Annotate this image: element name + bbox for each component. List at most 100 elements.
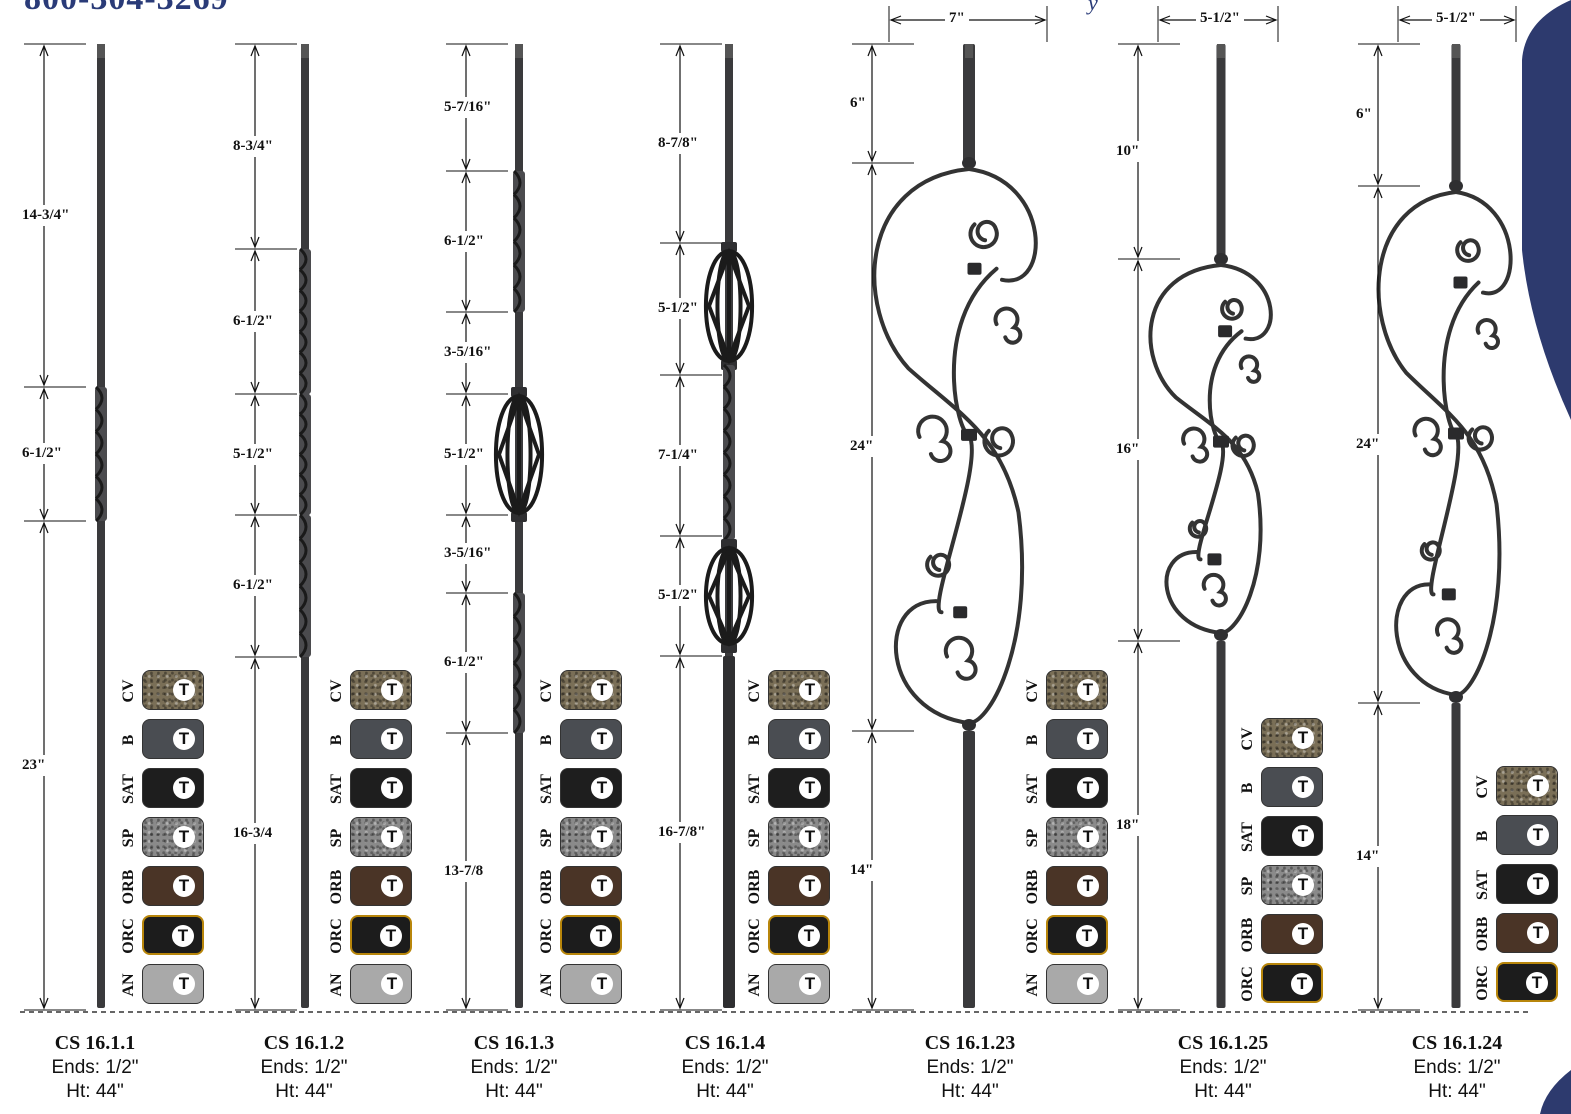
finish-swatch-sat[interactable]: SAT T	[118, 768, 258, 810]
arrow-down	[250, 381, 260, 394]
finish-swatch-orc[interactable]: ORC T	[1237, 963, 1377, 1005]
finish-swatch-orc[interactable]: ORC T	[1472, 962, 1571, 1004]
scroll-collar	[1218, 325, 1233, 338]
segment-dimension-label: 23"	[22, 754, 46, 776]
finish-swatch-sp[interactable]: SP T	[1237, 865, 1377, 907]
finish-swatch-b[interactable]: B T	[326, 719, 466, 761]
model-number: CS 16.1.4	[684, 1032, 766, 1054]
finish-swatch-sp[interactable]: SP T	[744, 817, 884, 859]
basket-strand	[715, 249, 731, 363]
finish-swatch-an[interactable]: AN T	[1022, 964, 1162, 1006]
finish-code-text: CV	[120, 679, 137, 703]
arrow-down	[461, 299, 471, 312]
finish-code: ORB	[1472, 913, 1494, 955]
segment-dimension-label: 6-1/2"	[444, 652, 484, 673]
basket-cage	[706, 544, 752, 648]
finish-code: ORB	[118, 866, 140, 908]
finish-code-text: AN	[120, 973, 137, 997]
top-tenon	[1217, 44, 1225, 58]
collar	[721, 539, 737, 549]
t-badge: T	[591, 973, 613, 995]
arrow-down	[1133, 246, 1143, 259]
finish-code: SP	[744, 817, 766, 859]
finish-color-chip: T	[1261, 767, 1323, 807]
finish-swatch-an[interactable]: AN T	[326, 964, 466, 1006]
finish-swatch-orb[interactable]: ORB T	[1472, 913, 1571, 955]
finish-swatch-sp[interactable]: SP T	[536, 817, 676, 859]
finish-swatch-orc[interactable]: ORC T	[744, 915, 884, 957]
finish-swatch-b[interactable]: B T	[1237, 767, 1377, 809]
finish-swatch-an[interactable]: AN T	[744, 964, 884, 1006]
segment-dimension-label: 13-7/8	[444, 860, 484, 882]
finish-swatch-orc[interactable]: ORC T	[326, 915, 466, 957]
finish-swatch-an[interactable]: AN T	[536, 964, 676, 1006]
finish-swatch-cv[interactable]: CV T	[1022, 670, 1162, 712]
finish-swatch-sat[interactable]: SAT T	[326, 768, 466, 810]
finish-swatch-sp[interactable]: SP T	[326, 817, 466, 859]
scroll-curl	[1220, 297, 1244, 321]
segment-dimension-label: 5-7/16"	[444, 96, 492, 118]
finish-swatch-sat[interactable]: SAT T	[744, 768, 884, 810]
finish-swatch-orb[interactable]: ORB T	[326, 866, 466, 908]
scroll-curl	[1455, 238, 1481, 263]
finish-swatch-cv[interactable]: CV T	[1237, 718, 1377, 760]
baluster-4	[660, 43, 754, 1011]
finish-swatch-sat[interactable]: SAT T	[1472, 864, 1571, 906]
scroll-curl	[993, 306, 1023, 345]
finish-code-text: SAT	[1474, 870, 1491, 900]
segment-dimension-label: 6-1/2"	[233, 575, 273, 596]
scroll-curl	[1181, 426, 1210, 464]
finish-swatch-b[interactable]: B T	[744, 719, 884, 761]
finish-swatch-sat[interactable]: SAT T	[536, 768, 676, 810]
finish-swatch-orc[interactable]: ORC T	[1022, 915, 1162, 957]
finish-code-text: B	[328, 734, 345, 746]
finish-swatch-orb[interactable]: ORB T	[1237, 914, 1377, 956]
finish-swatch-sp[interactable]: SP T	[118, 817, 258, 859]
t-badge: T	[1077, 777, 1099, 799]
width-dimension-label: 5-1/2"	[1432, 10, 1480, 27]
bead	[1214, 629, 1228, 641]
finish-code-text: ORC	[1474, 965, 1491, 1001]
scroll-curl	[1435, 617, 1464, 655]
twist-ridge	[298, 513, 308, 659]
finish-swatch-sp[interactable]: SP T	[1022, 817, 1162, 859]
finish-swatch-b[interactable]: B T	[1472, 815, 1571, 857]
finish-color-chip: T	[768, 817, 830, 857]
baluster-caption: CS 16.1.3 Ends: 1/2" Ht: 44"	[414, 1030, 614, 1104]
finish-swatch-cv[interactable]: CV T	[1472, 766, 1571, 808]
finish-swatch-cv[interactable]: CV T	[744, 670, 884, 712]
finish-code-text: B	[538, 734, 555, 746]
finish-code-text: B	[1474, 830, 1491, 842]
finish-swatch-cv[interactable]: CV T	[326, 670, 466, 712]
t-badge: T	[590, 925, 612, 947]
t-badge: T	[1077, 679, 1099, 701]
model-number: CS 16.1.24	[1411, 1032, 1503, 1054]
finish-swatch-an[interactable]: AN T	[118, 964, 258, 1006]
finish-swatch-orb[interactable]: ORB T	[744, 866, 884, 908]
finish-swatch-orc[interactable]: ORC T	[118, 915, 258, 957]
finish-swatch-cv[interactable]: CV T	[536, 670, 676, 712]
finish-swatch-orb[interactable]: ORB T	[1022, 866, 1162, 908]
finish-swatch-b[interactable]: B T	[536, 719, 676, 761]
t-badge: T	[381, 826, 403, 848]
model-number: CS 16.1.1	[54, 1032, 136, 1054]
segment-dimension-label: 5-1/2"	[233, 443, 273, 465]
segment-dimension-label: 14"	[850, 859, 874, 881]
finish-swatch-orb[interactable]: ORB T	[118, 866, 258, 908]
finish-swatch-cv[interactable]: CV T	[118, 670, 258, 712]
header-tagline-fragment: y	[1088, 0, 1098, 15]
finish-swatch-b[interactable]: B T	[1022, 719, 1162, 761]
basket-strand	[704, 546, 730, 646]
arrow-down	[39, 508, 49, 521]
finish-swatch-orb[interactable]: ORB T	[536, 866, 676, 908]
basket-strand	[505, 394, 521, 515]
finish-swatch-b[interactable]: B T	[118, 719, 258, 761]
basket-cage	[706, 247, 752, 365]
finish-code: CV	[326, 670, 348, 712]
finish-color-chip: T	[1046, 964, 1108, 1004]
finish-swatch-sat[interactable]: SAT T	[1237, 816, 1377, 858]
finish-swatch-orc[interactable]: ORC T	[536, 915, 676, 957]
t-badge: T	[799, 973, 821, 995]
finish-code-text: B	[746, 734, 763, 746]
finish-swatch-sat[interactable]: SAT T	[1022, 768, 1162, 810]
